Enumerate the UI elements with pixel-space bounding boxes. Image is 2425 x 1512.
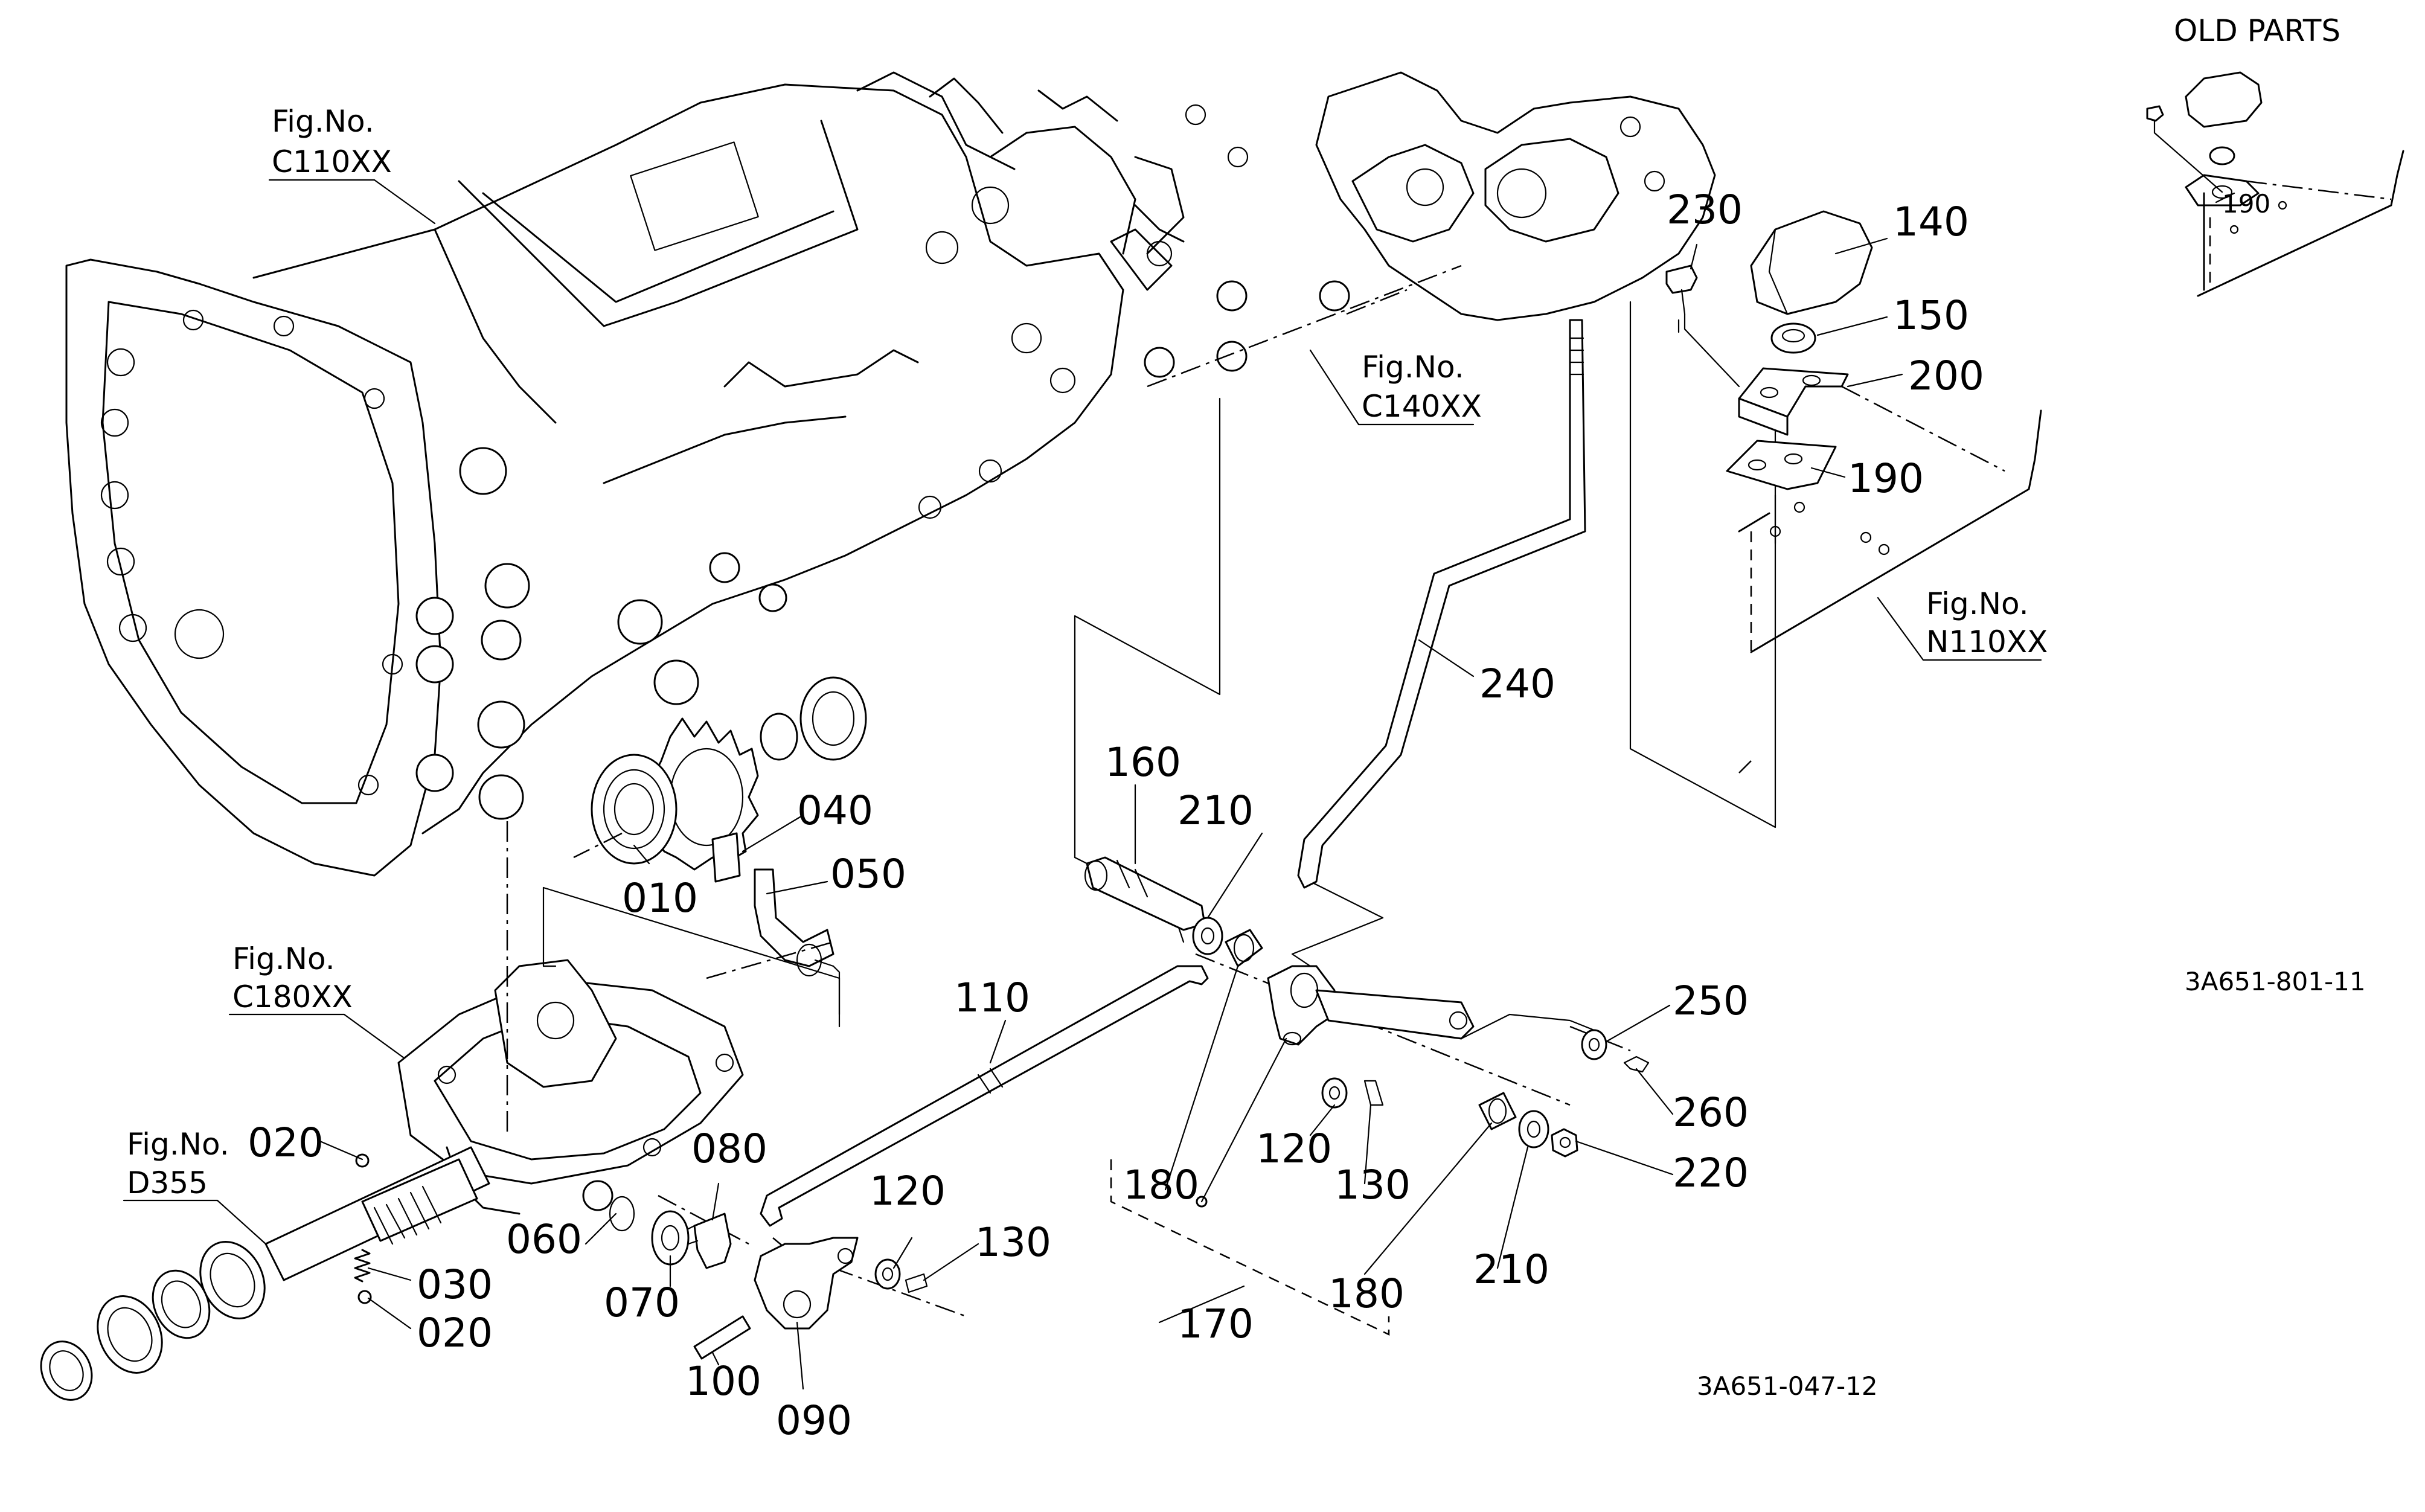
part-label-070: 070 [604, 1280, 680, 1326]
fig-ref-n110: Fig.No. N110XX [1877, 586, 2048, 661]
washer-210-upper [1192, 917, 1223, 955]
reference-code-047: 3A651-047-12 [1697, 1371, 1878, 1401]
transmission-case-housing [65, 71, 1716, 877]
part-label-170: 170 [1177, 1301, 1254, 1347]
lever-arm-assembly [1267, 965, 1475, 1046]
svg-text:C140XX: C140XX [1362, 389, 1482, 424]
pin-260 [1623, 1056, 1650, 1073]
old-parts-title: OLD PARTS [2174, 13, 2340, 48]
part-label-180-upper: 180 [1123, 1162, 1199, 1208]
pto-sub-case [397, 959, 744, 1215]
lever-090 [754, 1237, 859, 1330]
svg-text:N110XX: N110XX [1926, 624, 2048, 659]
part-label-130-right: 130 [1334, 1162, 1411, 1208]
fig-ref-c180: Fig.No. C180XX [228, 941, 412, 1064]
part-label-220: 220 [1673, 1150, 1749, 1196]
part-label-100: 100 [685, 1358, 761, 1405]
nut-150 [1770, 322, 1816, 354]
part-label-080: 080 [691, 1126, 767, 1172]
pin-100 [693, 1315, 751, 1360]
svg-text:D355: D355 [127, 1165, 208, 1200]
part-label-190-old: 190 [2222, 189, 2270, 219]
shift-lever-rod-240 [1297, 319, 1586, 889]
bolt-080 [681, 1212, 732, 1269]
part-label-120-right: 120 [1256, 1126, 1332, 1172]
bushing-180-lower [1478, 1092, 1517, 1130]
part-label-120-left: 120 [870, 1168, 946, 1214]
part-label-200: 200 [1908, 353, 1984, 399]
part-label-060: 060 [506, 1216, 582, 1263]
part-label-090: 090 [776, 1397, 852, 1444]
fig-ref-c140: Fig.No. C140XX [1309, 349, 1482, 426]
washer-210-lower [1518, 1110, 1549, 1148]
old-parts-inset [2146, 71, 2404, 297]
part-label-230: 230 [1667, 187, 1743, 233]
svg-text:Fig.No.: Fig.No. [1926, 586, 2029, 621]
bushing-180-upper [1225, 929, 1263, 967]
part-label-210-lower: 210 [1473, 1246, 1549, 1293]
washer-250 [1581, 1029, 1607, 1060]
part-label-140: 140 [1893, 199, 1969, 245]
o-ring-060 [609, 1196, 635, 1232]
svg-text:C180XX: C180XX [232, 979, 353, 1014]
part-label-210-upper: 210 [1177, 787, 1254, 834]
lever-knob-140 [1750, 210, 1873, 315]
shift-rod-110 [760, 965, 1209, 1227]
fig-ref-c110: Fig.No. C110XX [268, 104, 436, 225]
plate-190 [1726, 440, 1837, 490]
nut-220 [1551, 1128, 1578, 1158]
part-label-030: 030 [417, 1261, 493, 1308]
part-label-150: 150 [1893, 292, 1969, 339]
part-label-240: 240 [1479, 661, 1555, 707]
part-number-labels: OLD PARTS 190 140 230 150 200 190 240 16… [248, 13, 2366, 1444]
pto-clutch-gear-assembly [591, 676, 867, 1016]
part-label-020-upper: 020 [248, 1120, 324, 1166]
washer-120-right [1321, 1077, 1348, 1109]
reference-code-801: 3A651-801-11 [2185, 967, 2366, 996]
part-label-130-left: 130 [975, 1219, 1051, 1266]
leader-lines [319, 192, 2235, 1390]
part-label-050: 050 [830, 851, 906, 897]
part-label-260: 260 [1673, 1089, 1749, 1136]
part-label-160: 160 [1105, 739, 1181, 786]
part-label-250: 250 [1673, 978, 1749, 1024]
part-label-190: 190 [1848, 455, 1924, 502]
svg-text:Fig.No.: Fig.No. [272, 104, 374, 139]
svg-text:Fig.No.: Fig.No. [127, 1127, 229, 1162]
part-label-040: 040 [797, 787, 873, 834]
lever-shaft-160 [1084, 856, 1206, 931]
part-label-010: 010 [622, 875, 698, 921]
svg-text:Fig.No.: Fig.No. [232, 941, 335, 976]
assembly-guide-lines [506, 264, 1776, 1318]
svg-text:C110XX: C110XX [272, 144, 392, 179]
fig-ref-d355: Fig.No. D355 [123, 1127, 267, 1245]
floor-plate-n110 [1738, 385, 2042, 653]
split-pin-130-left [905, 1273, 928, 1293]
svg-text:Fig.No.: Fig.No. [1362, 350, 1464, 385]
part-label-020-lower: 020 [417, 1310, 493, 1356]
part-label-180-lower: 180 [1328, 1270, 1405, 1317]
part-label-110: 110 [954, 975, 1030, 1021]
pto-shaft-assembly [40, 1146, 490, 1401]
split-pin-130-right [1363, 1080, 1384, 1106]
bolt-230 [1665, 264, 1740, 388]
plate-200 [1738, 367, 1849, 436]
